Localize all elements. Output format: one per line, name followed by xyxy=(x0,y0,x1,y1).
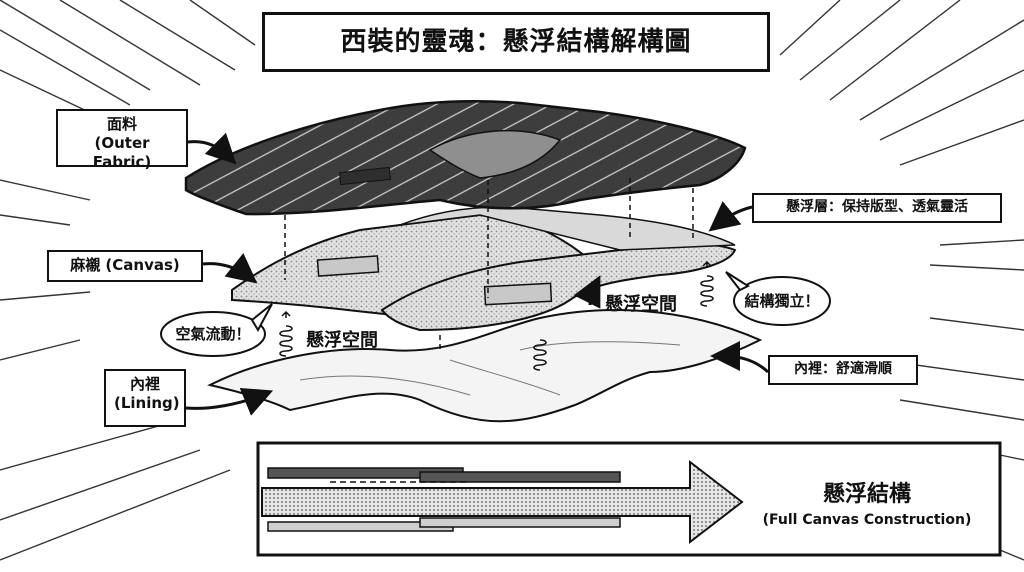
label-outer-fabric-en: (Outer Fabric) xyxy=(92,133,152,171)
pointer-arrows xyxy=(185,132,770,416)
canvas-pocket-left xyxy=(316,255,380,277)
arrow-lining xyxy=(185,387,274,416)
annotation-floating-space-left: 懸浮空間 xyxy=(306,330,378,351)
canvas-upper-panel xyxy=(399,206,736,251)
arrow-canvas xyxy=(202,253,258,284)
annotation-floating-space-right: 懸浮空間 xyxy=(605,294,677,315)
bubble-independent-shape xyxy=(733,276,831,326)
label-floating-layer: 懸浮層：保持版型、透氣靈活 xyxy=(752,193,1002,223)
bubble-air-flow-text: 空氣流動！ xyxy=(175,325,251,343)
label-lining-note: 內裡：舒適滑順 xyxy=(768,355,918,385)
arrow-floating-space xyxy=(573,275,601,309)
diagram-title: 西裝的靈魂：懸浮結構解構圖 xyxy=(262,12,770,72)
bar-outer-fabric-2 xyxy=(419,471,621,483)
outer-fabric-lapel xyxy=(428,129,562,179)
label-outer-fabric-zh: 面料 xyxy=(106,115,137,133)
spring-icon-right xyxy=(700,260,714,307)
bottom-panel-title-en: (Full Canvas Construction) xyxy=(762,512,972,528)
layer-connection-lines xyxy=(284,178,694,352)
canvas-layer-right xyxy=(380,243,737,332)
bubble-air-flow-shape xyxy=(160,311,266,357)
spring-icon-center xyxy=(533,339,547,371)
outer-fabric-pocket xyxy=(338,166,392,186)
bar-lining-2 xyxy=(419,517,621,528)
label-canvas: 麻襯 (Canvas) xyxy=(47,250,203,282)
bar-canvas-arrow xyxy=(261,459,744,545)
bottom-panel-layer-bars xyxy=(261,459,744,545)
arrow-floating-layer xyxy=(708,201,753,232)
label-outer-fabric: 面料 (Outer Fabric) xyxy=(56,109,188,171)
spring-icon-left xyxy=(279,310,293,357)
bubble-independent-text: 結構獨立！ xyxy=(744,292,820,310)
bubble-independent-tail xyxy=(725,271,751,292)
label-lining-en: (Lining) xyxy=(114,393,180,412)
arrow-lining-note xyxy=(710,341,770,374)
bottom-panel-title: 懸浮結構 (Full Canvas Construction) xyxy=(744,480,990,530)
bottom-panel-title-zh: 懸浮結構 xyxy=(822,482,911,507)
lining-layer xyxy=(207,309,763,423)
canvas-pocket-right xyxy=(483,282,553,306)
label-lining-zh: 內裡 xyxy=(129,375,160,393)
label-lining: 內裡 (Lining) xyxy=(104,369,186,427)
arrow-outer-fabric xyxy=(187,132,237,165)
bubble-air-flow-tail xyxy=(250,303,273,333)
